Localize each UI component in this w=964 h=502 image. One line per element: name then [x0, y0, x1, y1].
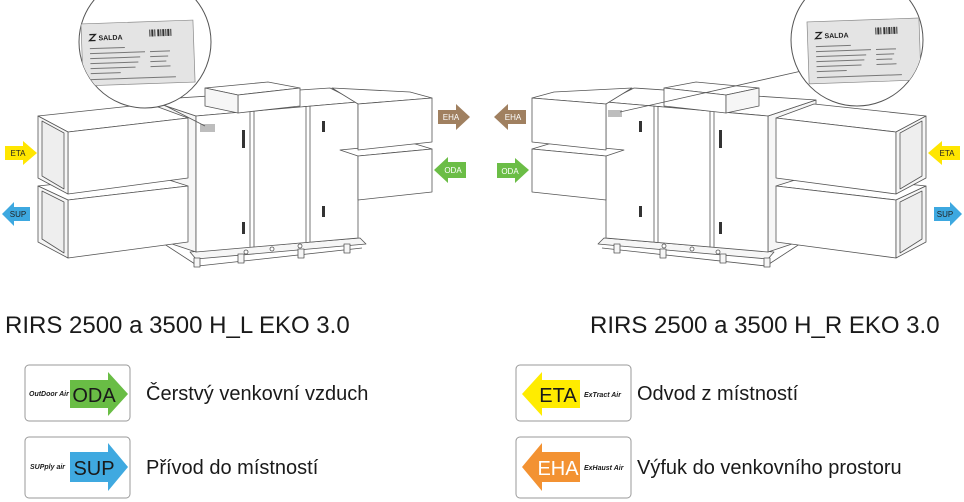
left-unit-drawing — [37, 81, 433, 268]
right-unit-nameplate-marker — [608, 110, 622, 117]
oda-arrow-label: ODA — [501, 167, 519, 176]
legend-eha-box: EHA ExHaust Air — [515, 436, 632, 499]
nameplate-fine-print — [815, 44, 902, 79]
left-lens-pointer — [161, 103, 206, 127]
left-eta-arrow: ETA — [5, 141, 37, 165]
legend-eta-description: Odvod z místností — [637, 383, 799, 405]
right-eha-arrow: EHA — [494, 104, 526, 130]
eta-arrow-shape — [5, 141, 37, 165]
nameplate-brand: SALDA — [824, 32, 848, 40]
legend-eta-code: ETA — [539, 385, 577, 407]
right-eta-arrow: ETA — [928, 141, 960, 165]
right-sup-arrow: SUP — [934, 202, 962, 226]
barcode-icon — [875, 26, 898, 35]
nameplate-fine-print — [89, 46, 176, 81]
salda-logo-icon — [814, 31, 823, 40]
eha-arrow-shape — [438, 104, 470, 130]
left-eha-arrow: EHA — [438, 104, 470, 130]
eta-arrow-shape — [928, 141, 960, 165]
legend-oda-caption: OutDoor Air — [29, 391, 70, 398]
oda-arrow-shape — [497, 158, 529, 183]
salda-logo-icon — [88, 33, 97, 42]
legend-sup-code: SUP — [73, 458, 114, 480]
eta-arrow-label: ETA — [940, 149, 956, 158]
nameplate-brand: SALDA — [98, 35, 122, 43]
sup-arrow-label: SUP — [937, 210, 953, 219]
legend-oda-description: Čerstvý venkovní vzduch — [146, 383, 369, 405]
legend-sup-arrow — [70, 443, 128, 491]
legend-eha-code: EHA — [537, 458, 579, 480]
eha-arrow-shape — [494, 104, 526, 130]
eta-arrow-label: ETA — [11, 149, 27, 158]
eha-arrow-label: EHA — [443, 113, 460, 122]
legend-sup-description: Přívod do místností — [146, 457, 319, 479]
right-unit-drawing — [531, 81, 927, 268]
right-unit-title: RIRS 2500 a 3500 H_R EKO 3.0 — [590, 312, 940, 339]
legend-oda-arrow — [70, 372, 128, 416]
left-unit-title: RIRS 2500 a 3500 H_L EKO 3.0 — [5, 312, 350, 339]
oda-arrow-shape — [434, 157, 466, 183]
sup-arrow-shape — [934, 202, 962, 226]
left-sup-arrow: SUP — [2, 202, 30, 226]
right-oda-arrow: ODA — [497, 158, 529, 183]
legend-eta-arrow — [522, 372, 580, 416]
legend-sup-caption: SUPply air — [30, 464, 66, 471]
nameplate-label — [806, 17, 922, 85]
barcode-icon — [149, 28, 172, 37]
right-lens-pointer — [619, 69, 807, 113]
left-unit-nameplate-marker — [200, 124, 215, 132]
legend-sup-box: SUPply air SUP — [24, 436, 131, 499]
legend-eta-box: ETA ExTract Air — [515, 364, 632, 422]
right-nameplate-lens: SALDA — [790, 0, 924, 107]
left-nameplate-lens: SALDA — [78, 0, 212, 109]
oda-arrow-label: ODA — [444, 166, 462, 175]
eha-arrow-label: EHA — [505, 113, 522, 122]
legend-eta-caption: ExTract Air — [584, 392, 622, 399]
nameplate-label — [80, 19, 196, 87]
legend-eha-description: Výfuk do venkovního prostoru — [637, 457, 902, 479]
legend-oda-code: ODA — [72, 385, 116, 407]
legend-eha-caption: ExHaust Air — [584, 465, 625, 472]
sup-arrow-label: SUP — [10, 210, 26, 219]
sup-arrow-shape — [2, 202, 30, 226]
legend-eha-arrow — [522, 443, 580, 491]
left-oda-arrow: ODA — [434, 157, 466, 183]
legend-oda-box: OutDoor Air ODA — [24, 364, 131, 422]
